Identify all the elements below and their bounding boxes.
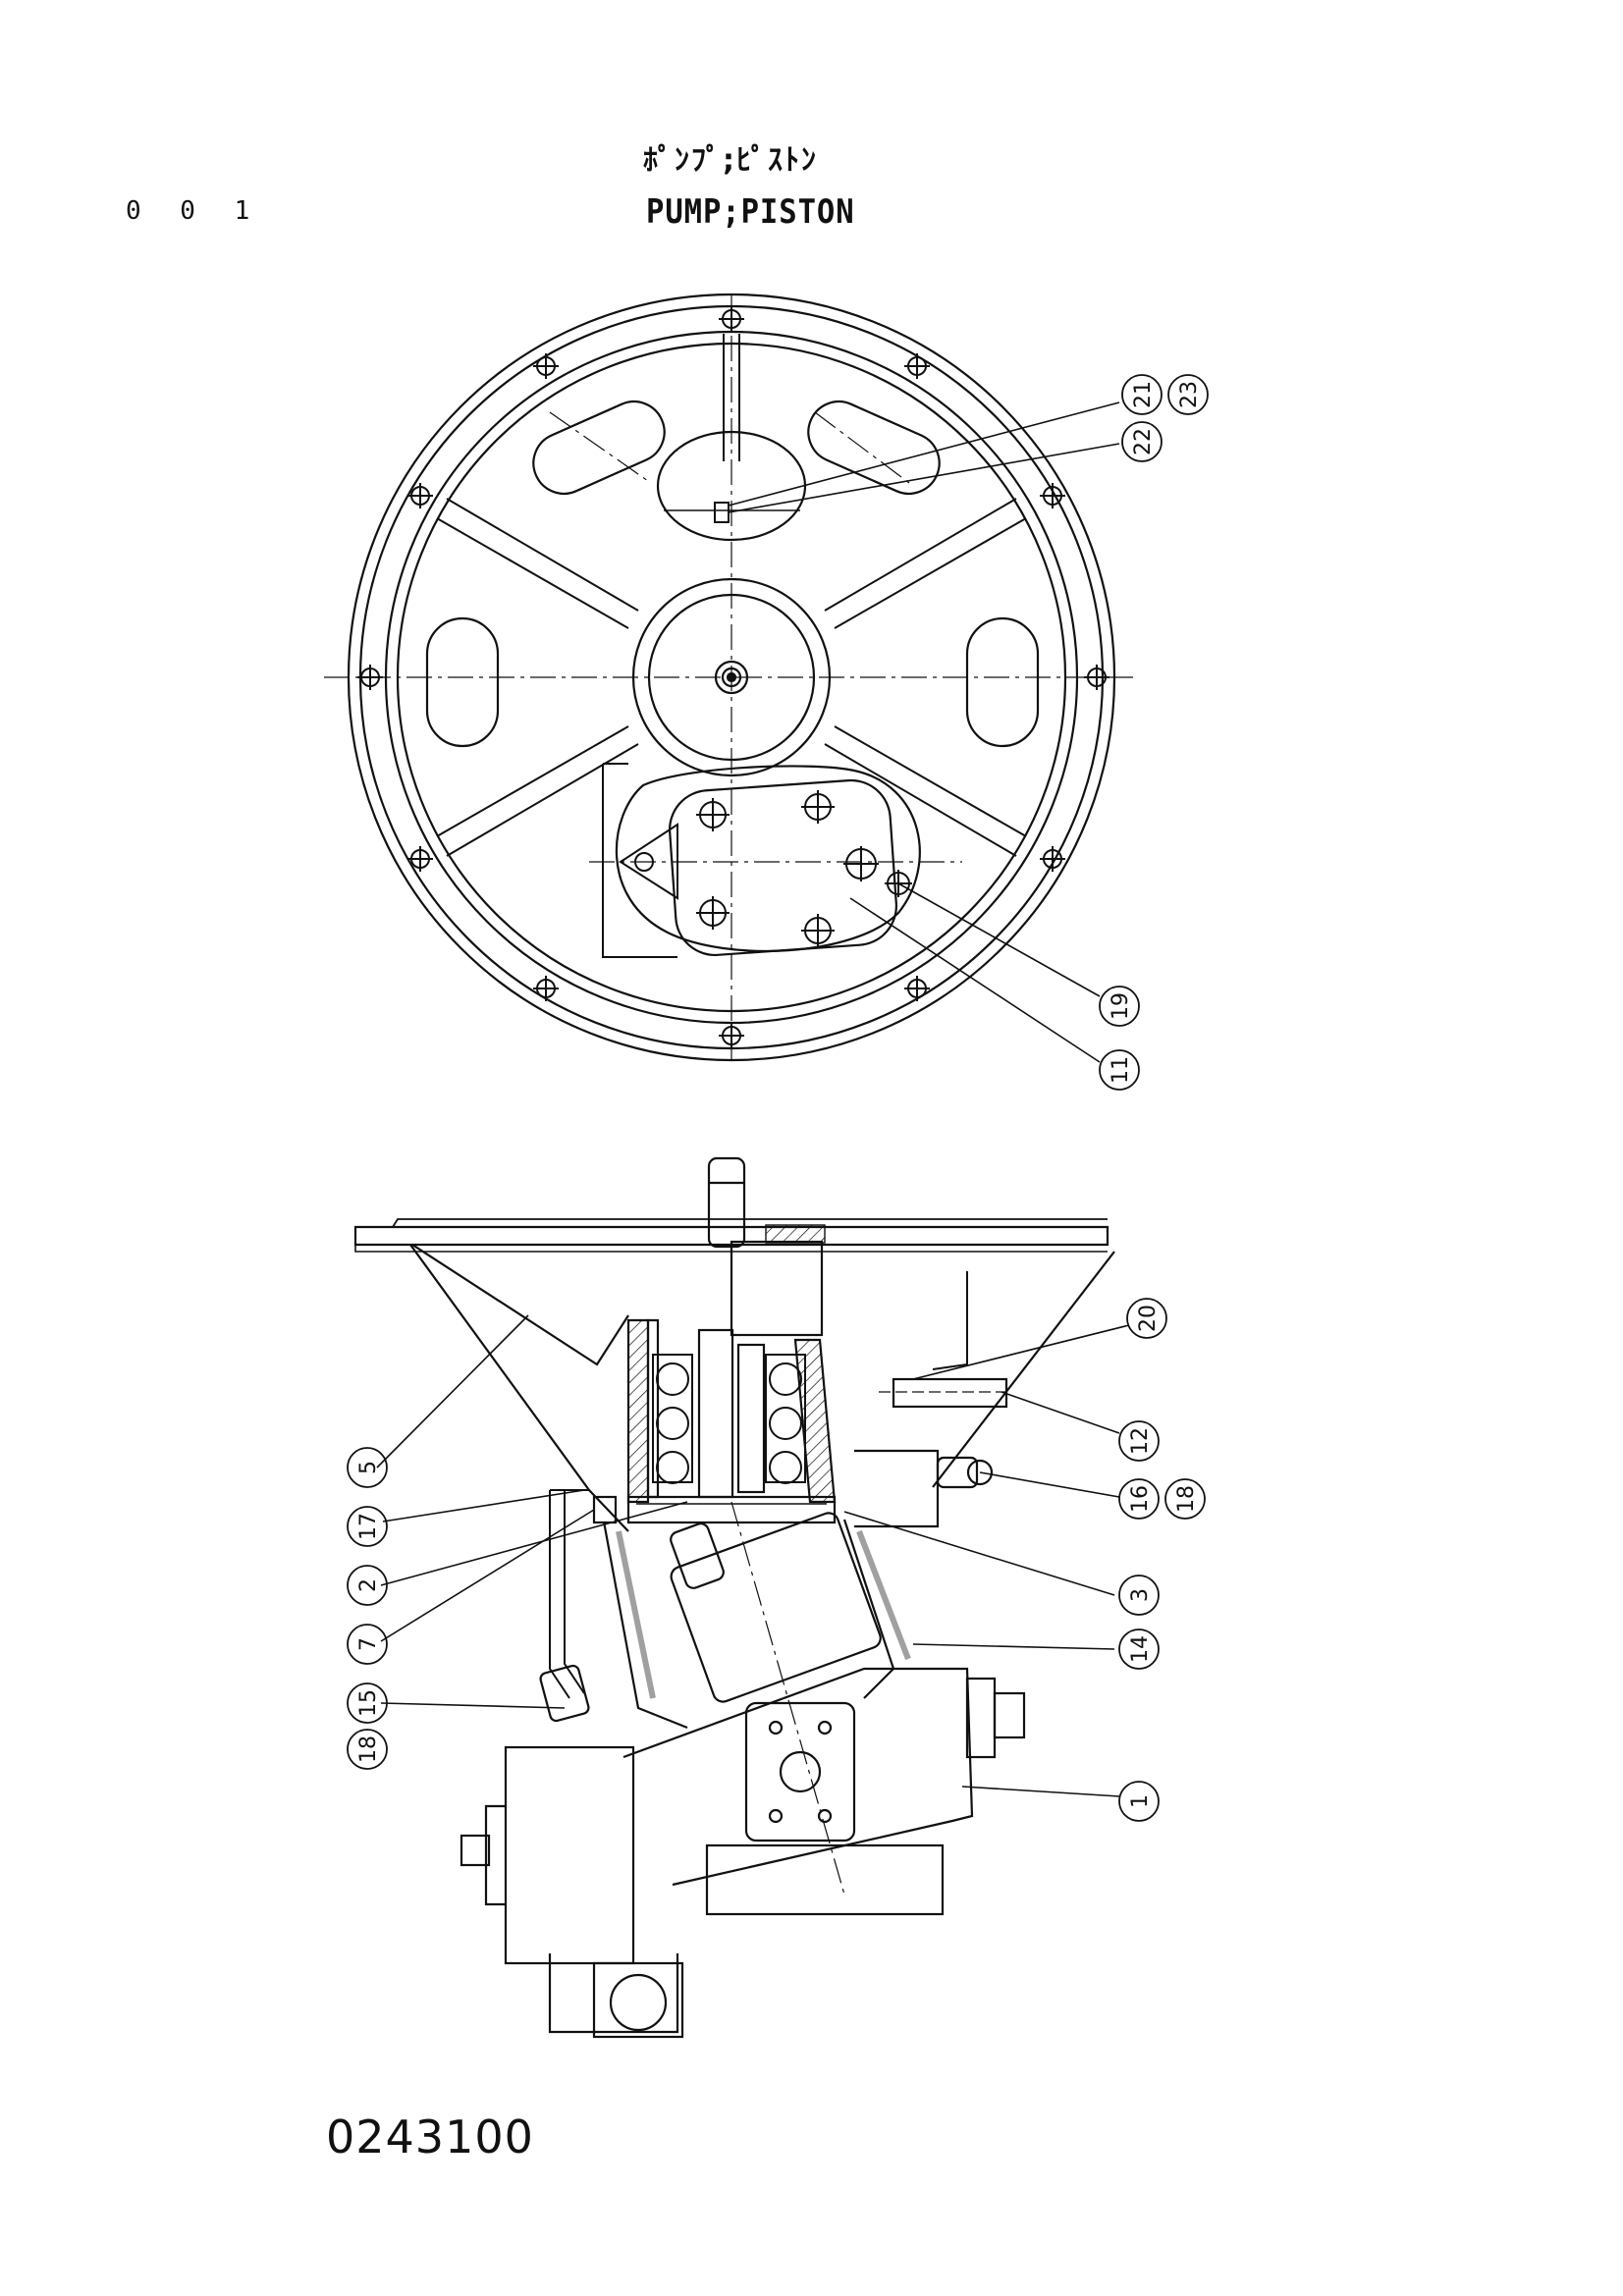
title-english: PUMP;PISTON: [646, 192, 855, 232]
callout-7: 7: [347, 1624, 388, 1665]
sensor-housing: [854, 1449, 940, 1528]
callout-21: 21: [1121, 374, 1163, 415]
callout-3: 3: [1118, 1575, 1160, 1616]
svg-text:22: 22: [1131, 428, 1156, 455]
title-japanese: ﾎﾟﾝﾌﾟ;ﾋﾟｽﾄﾝ: [643, 143, 818, 178]
drawing-number: 0243100: [326, 2110, 534, 2163]
callout-17: 17: [347, 1506, 388, 1547]
lower-block: [705, 1843, 945, 1916]
callout-1: 1: [1118, 1781, 1160, 1822]
fitting-7: [592, 1495, 618, 1524]
drain-pipe: [549, 1490, 585, 1699]
callout-23: 23: [1167, 374, 1209, 415]
callout-22: 22: [1121, 421, 1163, 462]
svg-text:5: 5: [356, 1461, 381, 1474]
gear-pump-body: [669, 778, 897, 957]
svg-text:1: 1: [1128, 1794, 1153, 1808]
bolt-12: [892, 1377, 1008, 1409]
port-flange: [744, 1701, 856, 1842]
svg-text:12: 12: [1128, 1427, 1153, 1455]
spokes: [436, 334, 1027, 857]
svg-text:18: 18: [356, 1735, 381, 1763]
mount-plate: [353, 1225, 1109, 1247]
top-view: [324, 293, 1139, 1063]
shaft: [697, 1328, 734, 1499]
regulator-block: [622, 1667, 974, 1887]
svg-text:15: 15: [356, 1689, 381, 1717]
cylinder-block: [670, 1512, 882, 1703]
coupling: [730, 1240, 824, 1337]
svg-text:16: 16: [1128, 1485, 1153, 1513]
callout-19: 19: [1099, 986, 1140, 1027]
page-number: 0 0 1: [126, 196, 262, 226]
valve-block: [504, 1745, 635, 1965]
callout-20: 20: [1126, 1298, 1167, 1339]
svg-text:11: 11: [1109, 1056, 1133, 1084]
gear-pump-bolts: [696, 790, 912, 947]
callout-11: 11: [1099, 1049, 1140, 1091]
bearings: [652, 1354, 806, 1484]
shaft-end: [707, 1156, 746, 1249]
svg-text:3: 3: [1128, 1588, 1153, 1602]
swash-plate: [626, 1495, 837, 1524]
callout-14: 14: [1118, 1629, 1160, 1670]
callout-15: 15: [347, 1682, 388, 1724]
callout-12: 12: [1118, 1420, 1160, 1462]
callout-18b: 18: [347, 1729, 388, 1770]
callout-5: 5: [347, 1447, 388, 1488]
svg-text:20: 20: [1136, 1305, 1161, 1332]
svg-text:23: 23: [1177, 381, 1202, 408]
svg-text:7: 7: [356, 1637, 381, 1651]
svg-text:17: 17: [356, 1513, 381, 1540]
svg-text:19: 19: [1109, 992, 1133, 1020]
callouts: 21 23 22 19 11 20 5 12 17 16 18 2 3 7 14…: [347, 374, 1209, 1822]
callout-16: 16: [1118, 1478, 1160, 1520]
centerlines-top: [324, 294, 1139, 1060]
pump-mount-boss: [615, 765, 921, 953]
svg-text:14: 14: [1128, 1635, 1153, 1663]
bell-housing-left: [409, 1244, 629, 1532]
svg-text:21: 21: [1131, 381, 1156, 408]
leaders-top: [728, 401, 1120, 1063]
callout-18a: 18: [1164, 1478, 1206, 1520]
side-view: [353, 1156, 1130, 2039]
bell-housing-right: [932, 1251, 1115, 1488]
leaders-side: [376, 1314, 1130, 1797]
svg-text:18: 18: [1174, 1485, 1199, 1513]
svg-text:2: 2: [356, 1578, 381, 1592]
callout-2: 2: [347, 1565, 388, 1606]
solenoid: [592, 1961, 684, 2039]
